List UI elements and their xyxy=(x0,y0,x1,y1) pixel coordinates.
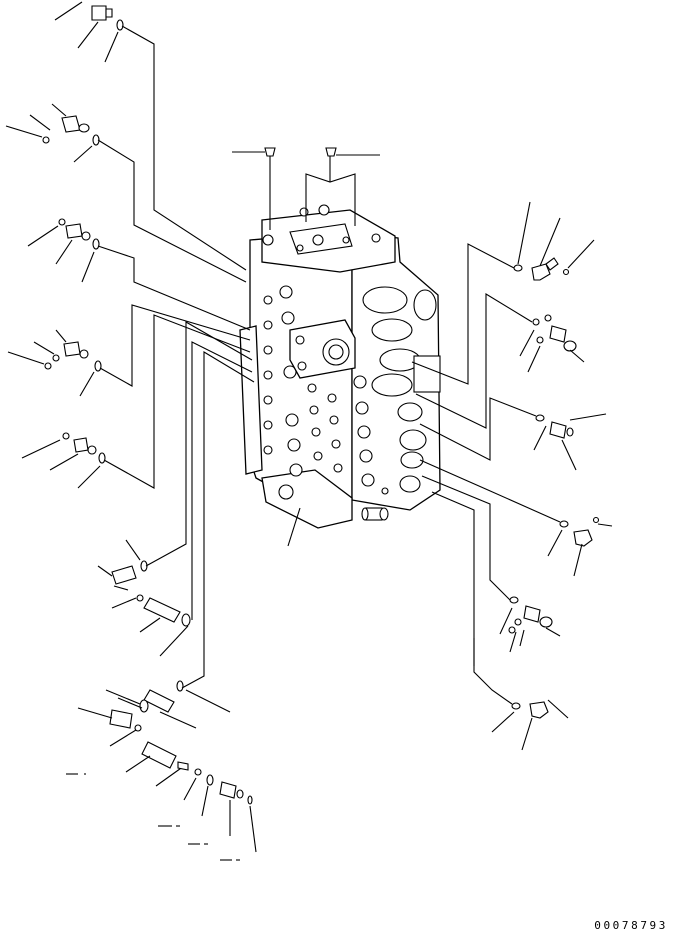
o-ring-icon xyxy=(92,238,100,250)
bolt-right-icon xyxy=(325,147,337,157)
fitting-2 xyxy=(5,103,247,283)
o-ring-icon xyxy=(206,774,214,786)
lower-left-fittings xyxy=(66,321,257,861)
drawing-reference-number: 00078793 xyxy=(594,919,668,932)
top-mounting-bolts xyxy=(232,147,380,230)
o-ring-icon xyxy=(116,19,124,31)
elbow-fitting-4 xyxy=(419,459,613,577)
fitting-5 xyxy=(21,314,251,489)
o-ring-icon xyxy=(194,768,202,776)
o-ring-icon xyxy=(513,264,523,272)
fitting-3 xyxy=(27,218,251,331)
dimension-marks xyxy=(66,773,240,861)
o-ring-icon xyxy=(94,360,102,372)
bottom-fitting xyxy=(361,507,389,521)
relief-cartridge-1 xyxy=(111,341,253,657)
valve-bottom-foot xyxy=(261,469,353,529)
o-ring-icon xyxy=(592,516,600,524)
leader-line xyxy=(287,507,301,547)
elbow-fitting-1 xyxy=(97,321,253,591)
center-flange xyxy=(289,319,356,379)
fitting-1 xyxy=(54,1,247,271)
o-ring-icon xyxy=(535,414,545,422)
o-ring-icon xyxy=(134,724,142,732)
o-ring-icon xyxy=(44,362,52,370)
o-ring-icon xyxy=(562,268,570,276)
relief-cartridge-2 xyxy=(105,351,255,729)
control-valve-assembly xyxy=(239,204,441,529)
o-ring-icon xyxy=(52,354,60,362)
fitting-6 xyxy=(415,293,585,429)
fitting-8 xyxy=(421,475,561,653)
o-ring-icon xyxy=(508,626,516,634)
left-fittings-group xyxy=(5,1,251,489)
o-ring-icon xyxy=(247,795,253,805)
o-ring-icon xyxy=(176,680,184,692)
right-fittings-group xyxy=(411,201,613,751)
elbow-fitting-5 xyxy=(431,491,569,751)
o-ring-icon xyxy=(514,618,522,626)
o-ring-icon xyxy=(509,596,519,604)
fitting-4 xyxy=(7,304,251,397)
o-ring-icon xyxy=(62,432,70,440)
elbow-fitting-2 xyxy=(77,707,142,747)
bolt-left-icon xyxy=(264,147,276,157)
valve-left-endplate xyxy=(239,325,263,475)
relief-cartridge-3 xyxy=(125,741,214,817)
spool-caps xyxy=(353,286,441,495)
o-ring-icon xyxy=(58,218,66,226)
left-face-ports xyxy=(263,285,343,500)
fitting-7 xyxy=(419,397,607,471)
o-ring-icon xyxy=(136,594,144,602)
o-ring-icon xyxy=(42,136,50,144)
o-ring-icon xyxy=(532,318,540,326)
o-ring-icon xyxy=(511,702,521,710)
elbow-fitting-3 xyxy=(411,201,595,385)
plug-fitting xyxy=(219,781,257,853)
o-ring-icon xyxy=(536,336,544,344)
o-ring-icon xyxy=(98,452,106,464)
cover-bolts xyxy=(262,204,381,252)
o-ring-icon xyxy=(559,520,569,528)
